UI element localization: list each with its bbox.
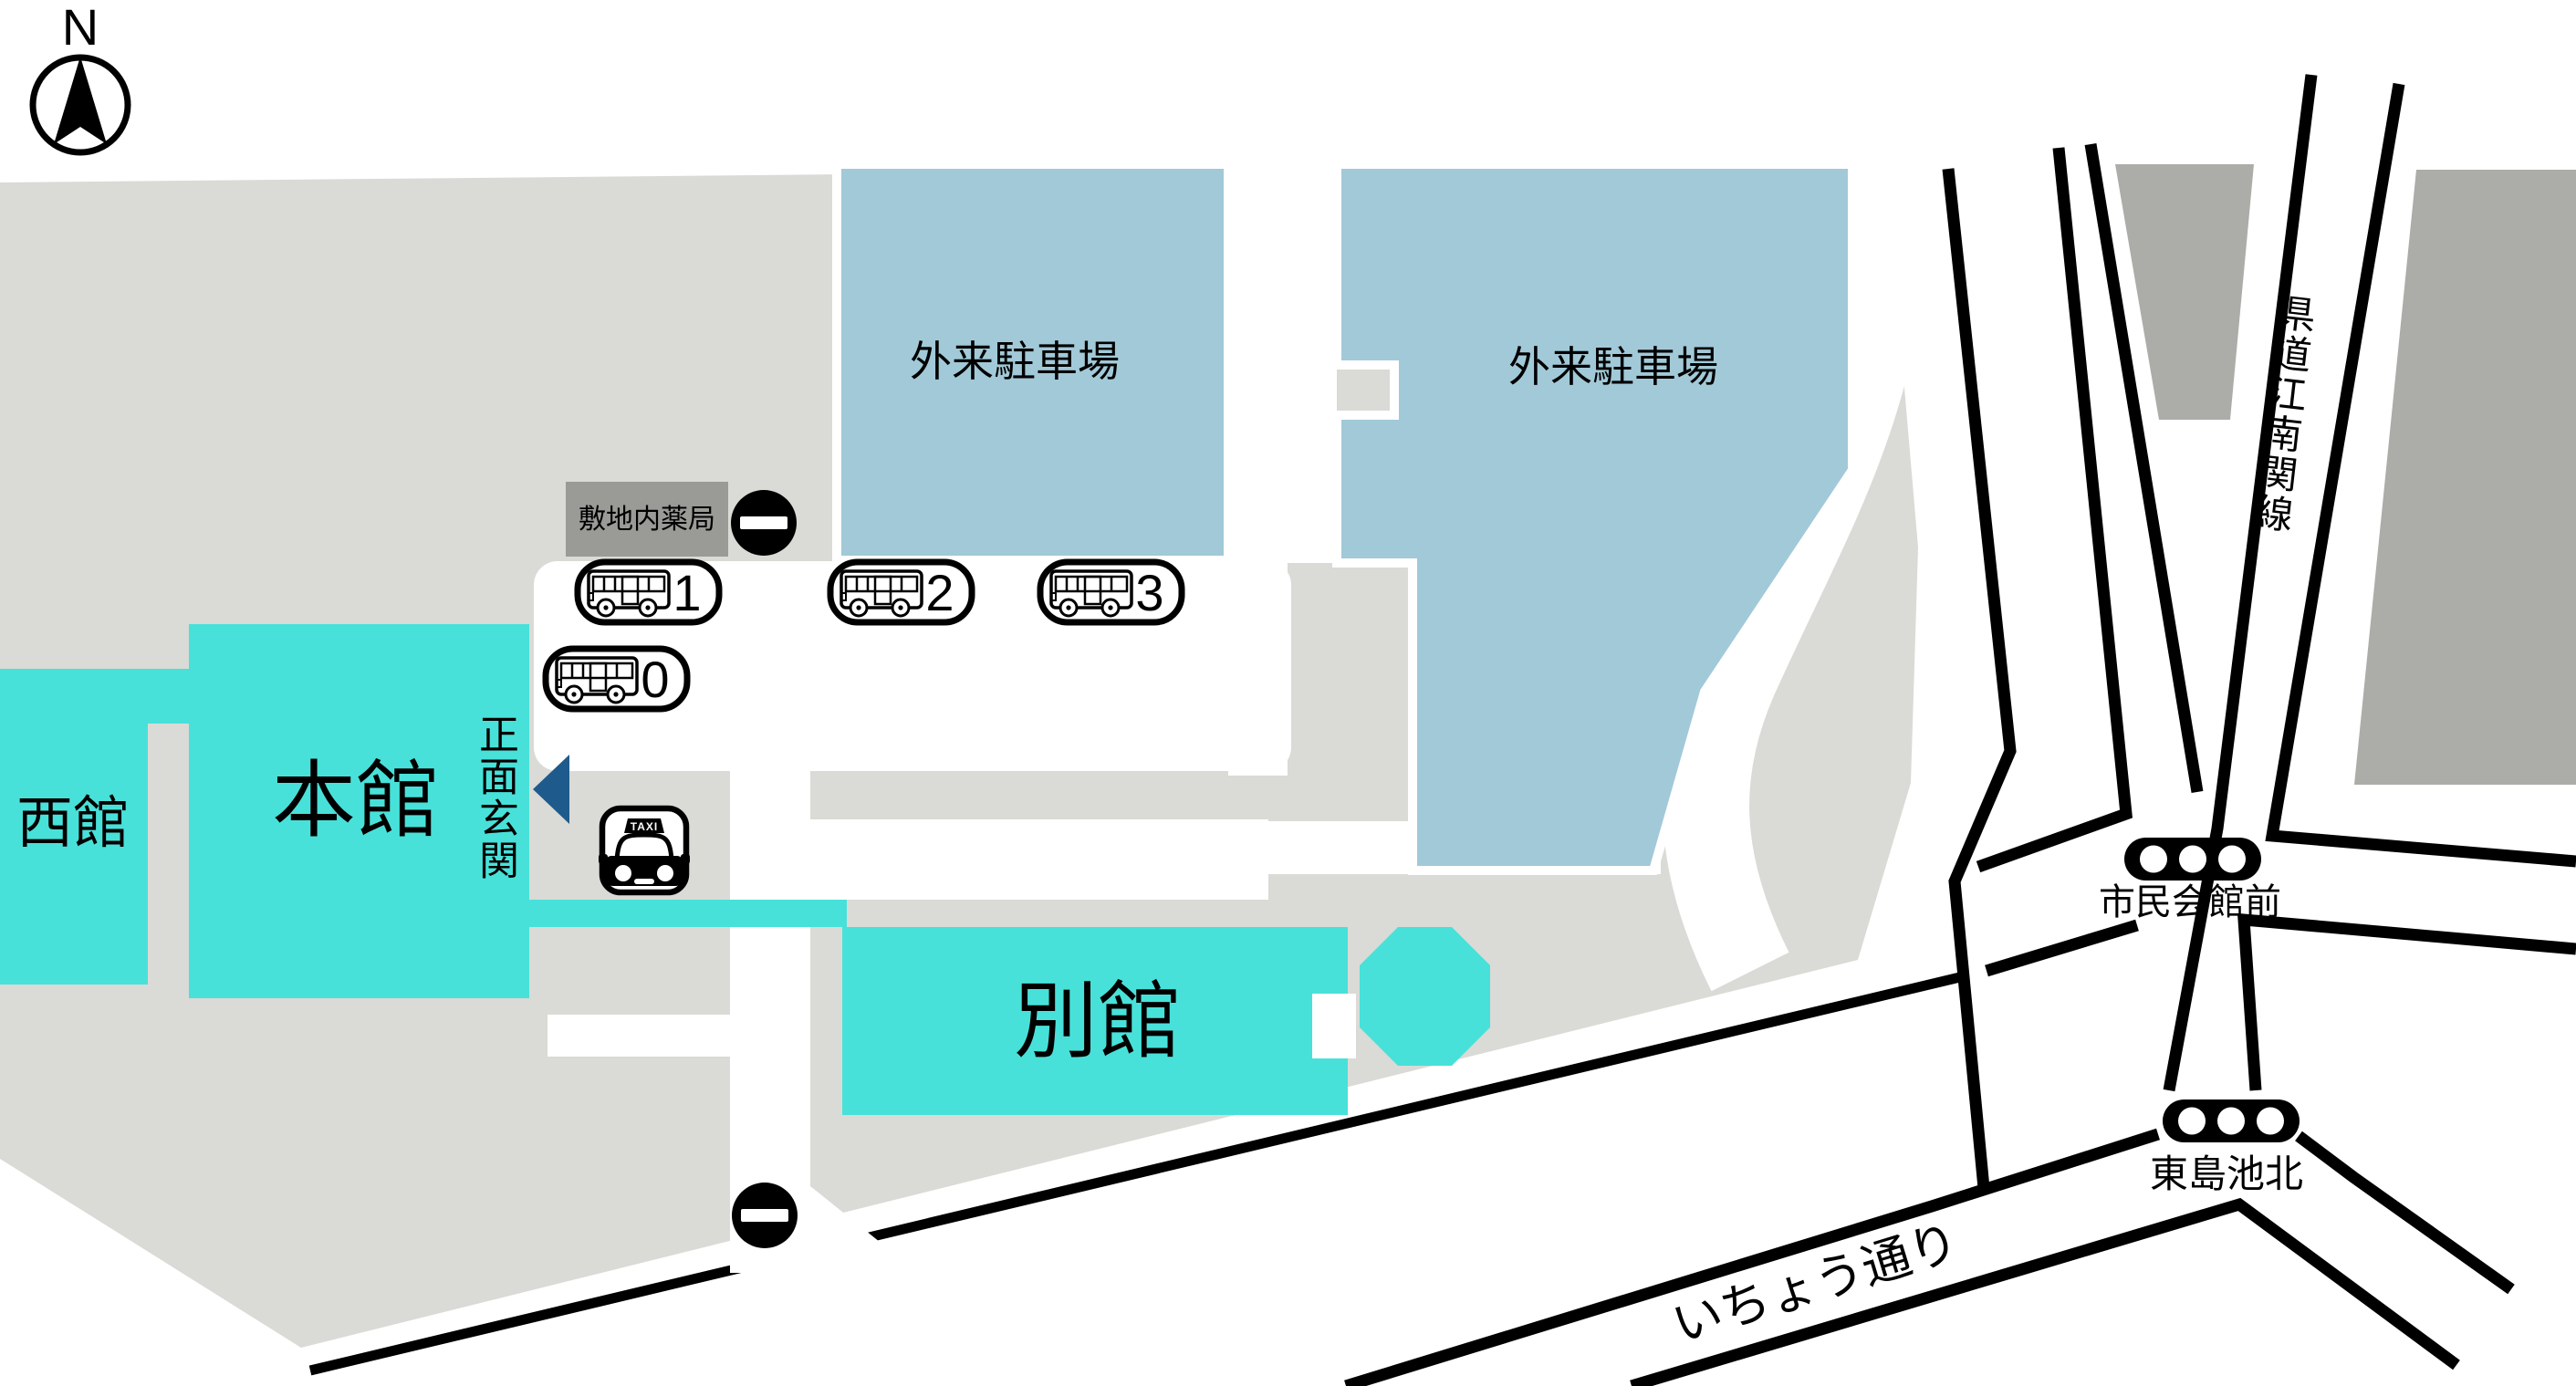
compass-icon	[29, 54, 131, 156]
bus-platform-0	[542, 645, 691, 713]
taxi-stand-icon	[599, 805, 690, 896]
bus-platform-2-number: 2	[925, 564, 954, 621]
main-building-shape	[189, 624, 529, 998]
hospital-buildings	[0, 624, 1490, 1115]
neighbor-building-2	[2354, 170, 2576, 785]
transit-stop-icon-shimin-kaikan-mae	[2124, 838, 2261, 881]
parking-lot-2-label: 外来駐車場	[1508, 343, 1718, 391]
annex-shape	[842, 927, 1348, 1115]
bus-icon	[840, 569, 923, 618]
bus-icon	[587, 569, 671, 618]
parking-lot-1-label: 外来駐車場	[910, 338, 1120, 385]
bus-platform-3-number: 3	[1135, 564, 1164, 621]
bus-platform-2	[827, 558, 975, 626]
bus-icon	[1049, 569, 1133, 618]
main-entrance-label: 正面玄関	[473, 714, 517, 881]
bus-platform-3	[1037, 558, 1185, 626]
parking-lot-2	[1332, 160, 1857, 875]
main-entrance-arrow-icon	[533, 755, 569, 824]
no-entry-icon-south	[732, 1183, 798, 1248]
neighbor-building-1	[2115, 164, 2254, 420]
compass-label: N	[61, 0, 99, 56]
annex-corridor-shape	[527, 900, 847, 927]
bus-icon	[555, 656, 639, 704]
bus-platform-1-number: 1	[673, 564, 702, 621]
west-wing-label: 西館	[16, 792, 130, 855]
pharmacy-label: 敷地内薬局	[579, 505, 715, 535]
no-entry-icon-north	[731, 490, 797, 556]
annex-east-block-shape	[1360, 927, 1490, 1066]
annex-label: 別館	[1013, 975, 1183, 1068]
parking-lot-1	[832, 160, 1233, 565]
transit-stop-label-higashi-shimaike-kita: 東島池北	[2149, 1152, 2304, 1195]
main-building-label: 本館	[271, 755, 441, 848]
west-wing-shape	[0, 669, 148, 985]
transit-stop-label-shimin-kaikan-mae: 市民会館前	[2099, 882, 2281, 922]
transit-stop-icon-higashi-shimaike-kita	[2163, 1099, 2300, 1142]
bus-platform-0-number: 0	[641, 651, 670, 708]
driveway-south-exit	[730, 771, 922, 1276]
public-roads	[1344, 74, 2576, 1386]
pharmacy-box	[566, 482, 728, 557]
road-campus-boundary	[308, 971, 1966, 1376]
bus-platform-1	[574, 558, 723, 626]
taxi-sign-label: TAXI	[630, 820, 659, 833]
